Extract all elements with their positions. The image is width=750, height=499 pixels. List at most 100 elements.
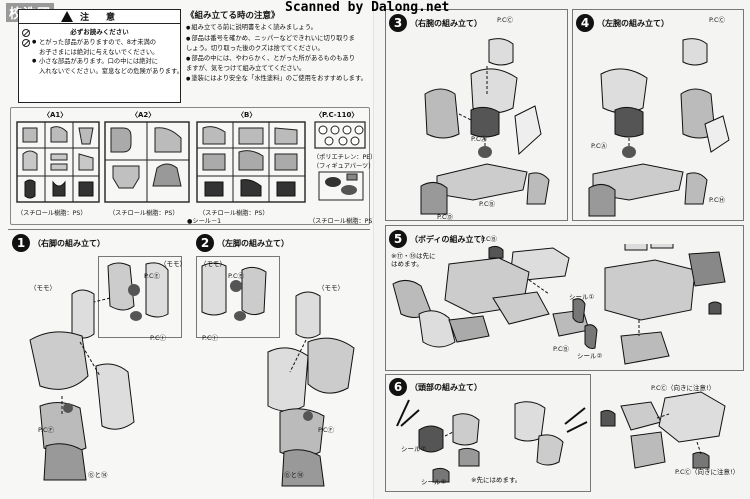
step-5-label-seal-2: シール② bbox=[577, 352, 603, 360]
no-child-icon bbox=[22, 29, 30, 37]
notes-line: 組み立てる前に説明書をよく読みましょう。 bbox=[186, 23, 372, 34]
step-1-label-thigh-detail: （モモ） bbox=[160, 260, 186, 268]
step-3-frame bbox=[385, 9, 568, 221]
runner-figure-label: （フィギュアパーツ） bbox=[313, 163, 375, 170]
step-1-leg-diagram bbox=[29, 262, 169, 481]
caution-line: とがった部品がありますので、8才未満の bbox=[31, 38, 180, 48]
runner-a2-material: （スチロール樹脂：PS） bbox=[109, 210, 179, 217]
step-5-label-pc-b: P.CⒷ bbox=[553, 345, 570, 353]
step-1-label-g14: Ⓖと⑭ bbox=[88, 471, 108, 479]
left-page: 校洗団 注 意 必ずお読みください とがった部品がありますので、8才未満の お子… bbox=[0, 0, 375, 499]
step-4-title-text: （左腕の組み立て） bbox=[597, 18, 669, 28]
step-5-label-seal-1: シール① bbox=[569, 293, 595, 301]
runner-parts-panel: 〈A1〉 〈A2〉 〈B〉 〈P.C-110〉 （スチロール樹脂：PS） （スチ… bbox=[10, 107, 379, 225]
step-3-arm-diagram bbox=[420, 38, 550, 215]
step-5-number: 5 bbox=[389, 230, 407, 248]
step-5-body-diagram bbox=[392, 244, 726, 365]
step-2-label-thigh-detail: （モモ） bbox=[200, 260, 226, 268]
step-5-label-pc-b-top: P.CⒷ bbox=[481, 235, 498, 243]
step-5-note: ※⑰・⑱は先にはめます。 bbox=[391, 252, 436, 268]
seal-label: ●シール－1 bbox=[187, 218, 222, 225]
step-6-frame bbox=[385, 374, 591, 492]
caution-line: 入れないでください。窒息などの危険があります。 bbox=[39, 67, 184, 75]
step-4-frame bbox=[572, 9, 744, 221]
step-2-number: 2 bbox=[196, 234, 214, 252]
runner-b-drawing bbox=[196, 121, 306, 203]
notes-line: ますが、気をつけて組み立ててください。 bbox=[186, 65, 306, 73]
step-1-label-thigh: （モモ） bbox=[30, 284, 56, 292]
step-2-title-text: （左脚の組み立て） bbox=[217, 238, 289, 248]
runner-pc-drawing bbox=[314, 121, 366, 149]
assembly-notes: 《組み立てる時の注意》 組み立てる前に説明書をよく読みましょう。 部品は番号を確… bbox=[186, 9, 372, 85]
no-mouth-icon bbox=[22, 39, 30, 47]
step-5-title-text: （ボディの組み立て） bbox=[410, 234, 490, 244]
step-2-label-pc-f: P.CⒻ bbox=[318, 426, 335, 434]
step-2-title: 2 （左脚の組み立て） bbox=[196, 234, 289, 252]
runner-a2-drawing bbox=[104, 121, 190, 203]
caution-heading-text: 注 意 bbox=[79, 13, 119, 23]
step-2-label-g14: Ⓖと⑭ bbox=[284, 471, 304, 479]
step-4-label-pc-h: P.CⒽ bbox=[709, 196, 726, 204]
final-assembly-diagram bbox=[600, 391, 726, 469]
step-3-label-pc-b: P.CⒷ bbox=[479, 200, 496, 208]
step-2-label-pc-i: P.CⒾ bbox=[202, 334, 219, 342]
step-6-label-seal-7: シール⑦ bbox=[401, 445, 427, 453]
step-1-label-pc-e: P.CⒺ bbox=[144, 272, 161, 280]
final-label-pc-c-top: P.CⒸ（向きに注意!） bbox=[651, 384, 716, 392]
step-6-label-seal-8: シール⑧ bbox=[421, 478, 447, 486]
step-3-title-text: （右腕の組み立て） bbox=[410, 18, 482, 28]
step-6-head-diagram bbox=[396, 399, 588, 483]
step-3-label-pc-c: P.CⒸ bbox=[497, 16, 514, 24]
caution-box: 注 意 必ずお読みください とがった部品がありますので、8才未満の お子さまには… bbox=[18, 9, 184, 103]
step-5-title: 5 （ボディの組み立て） bbox=[389, 230, 489, 248]
caution-icons bbox=[22, 29, 30, 47]
step-3-label-pc-a: P.CⒶ bbox=[471, 135, 488, 143]
step-4-label-pc-c: P.CⒸ bbox=[709, 16, 726, 24]
runner-pc-material-pe: （ポリエチレン：PE） bbox=[313, 154, 377, 161]
step-4-number: 4 bbox=[576, 14, 594, 32]
runner-b-material: （スチロール樹脂：PS） bbox=[199, 210, 269, 217]
step-3-label-pc-d: P.CⒹ bbox=[437, 213, 454, 221]
notes-line: しょう。切り取った後のクズは捨ててください。 bbox=[186, 45, 324, 53]
runner-a2-label: 〈A2〉 bbox=[131, 111, 156, 119]
step-1-label-pc-i: P.CⒾ bbox=[150, 334, 167, 342]
scanner-credit: Scanned by Dalong.net bbox=[285, 0, 450, 15]
final-label-pc-c-bottom: P.CⒸ（向きに注意!） bbox=[675, 468, 740, 476]
step-6-note: ※先にはめます。 bbox=[471, 476, 522, 484]
step-1-number: 1 bbox=[12, 234, 30, 252]
step-4-arm-diagram bbox=[588, 38, 730, 217]
step-2-label-pc-e: P.CⒺ bbox=[228, 272, 245, 280]
runner-a1-label: 〈A1〉 bbox=[43, 111, 68, 119]
runner-a1-drawing bbox=[16, 121, 100, 203]
runner-a1-material: （スチロール樹脂：PS） bbox=[17, 210, 87, 217]
section-divider bbox=[8, 229, 370, 230]
caution-line: お子さまには絶対に与えないでください。 bbox=[39, 48, 159, 56]
step-3-number: 3 bbox=[389, 14, 407, 32]
warning-triangle-icon bbox=[61, 11, 73, 22]
notes-title: 《組み立てる時の注意》 bbox=[186, 11, 280, 21]
runner-pc-label: 〈P.C-110〉 bbox=[315, 111, 359, 119]
step-3-title: 3 （右腕の組み立て） bbox=[389, 14, 482, 32]
step-1-label-pc-f: P.CⒻ bbox=[38, 426, 55, 434]
step-1-title: 1 （右脚の組み立て） bbox=[12, 234, 105, 252]
step-2-leg-diagram bbox=[201, 262, 355, 487]
step-2-detail-frame bbox=[196, 256, 280, 338]
step-1-detail-frame bbox=[98, 256, 182, 338]
runner-pc-material: （スチロール樹脂：PS） bbox=[309, 218, 379, 225]
runner-b-label: 〈B〉 bbox=[237, 111, 257, 119]
caution-heading: 注 意 bbox=[19, 10, 180, 24]
right-page: 3 （右腕の組み立て） P.CⒸ P.CⒶ P.CⒷ P.CⒹ 4 （左腕の組み… bbox=[375, 0, 750, 499]
caution-line: 小さな部品があります。口の中には絶対に bbox=[31, 57, 180, 67]
step-4-title: 4 （左腕の組み立て） bbox=[576, 14, 669, 32]
step-4-label-pc-a: P.CⒶ bbox=[591, 142, 608, 150]
notes-line: 部品は番号を確かめ、ニッパーなどできれいに切り取りま bbox=[186, 34, 372, 45]
figure-parts-drawing bbox=[318, 171, 364, 201]
step-5-frame bbox=[385, 225, 744, 371]
caution-subheading: 必ずお読みください bbox=[70, 28, 129, 36]
notes-line: 塗装にはより安全な「水性塗料」のご使用をおすすめします。 bbox=[186, 74, 372, 85]
step-1-title-text: （右脚の組み立て） bbox=[33, 238, 105, 248]
step-6-title-text: （頭部の組み立て） bbox=[410, 382, 482, 392]
step-6-number: 6 bbox=[389, 378, 407, 396]
notes-line: 部品の中には、やわらかく、とがった所があるものもあり bbox=[186, 54, 372, 65]
step-6-title: 6 （頭部の組み立て） bbox=[389, 378, 482, 396]
